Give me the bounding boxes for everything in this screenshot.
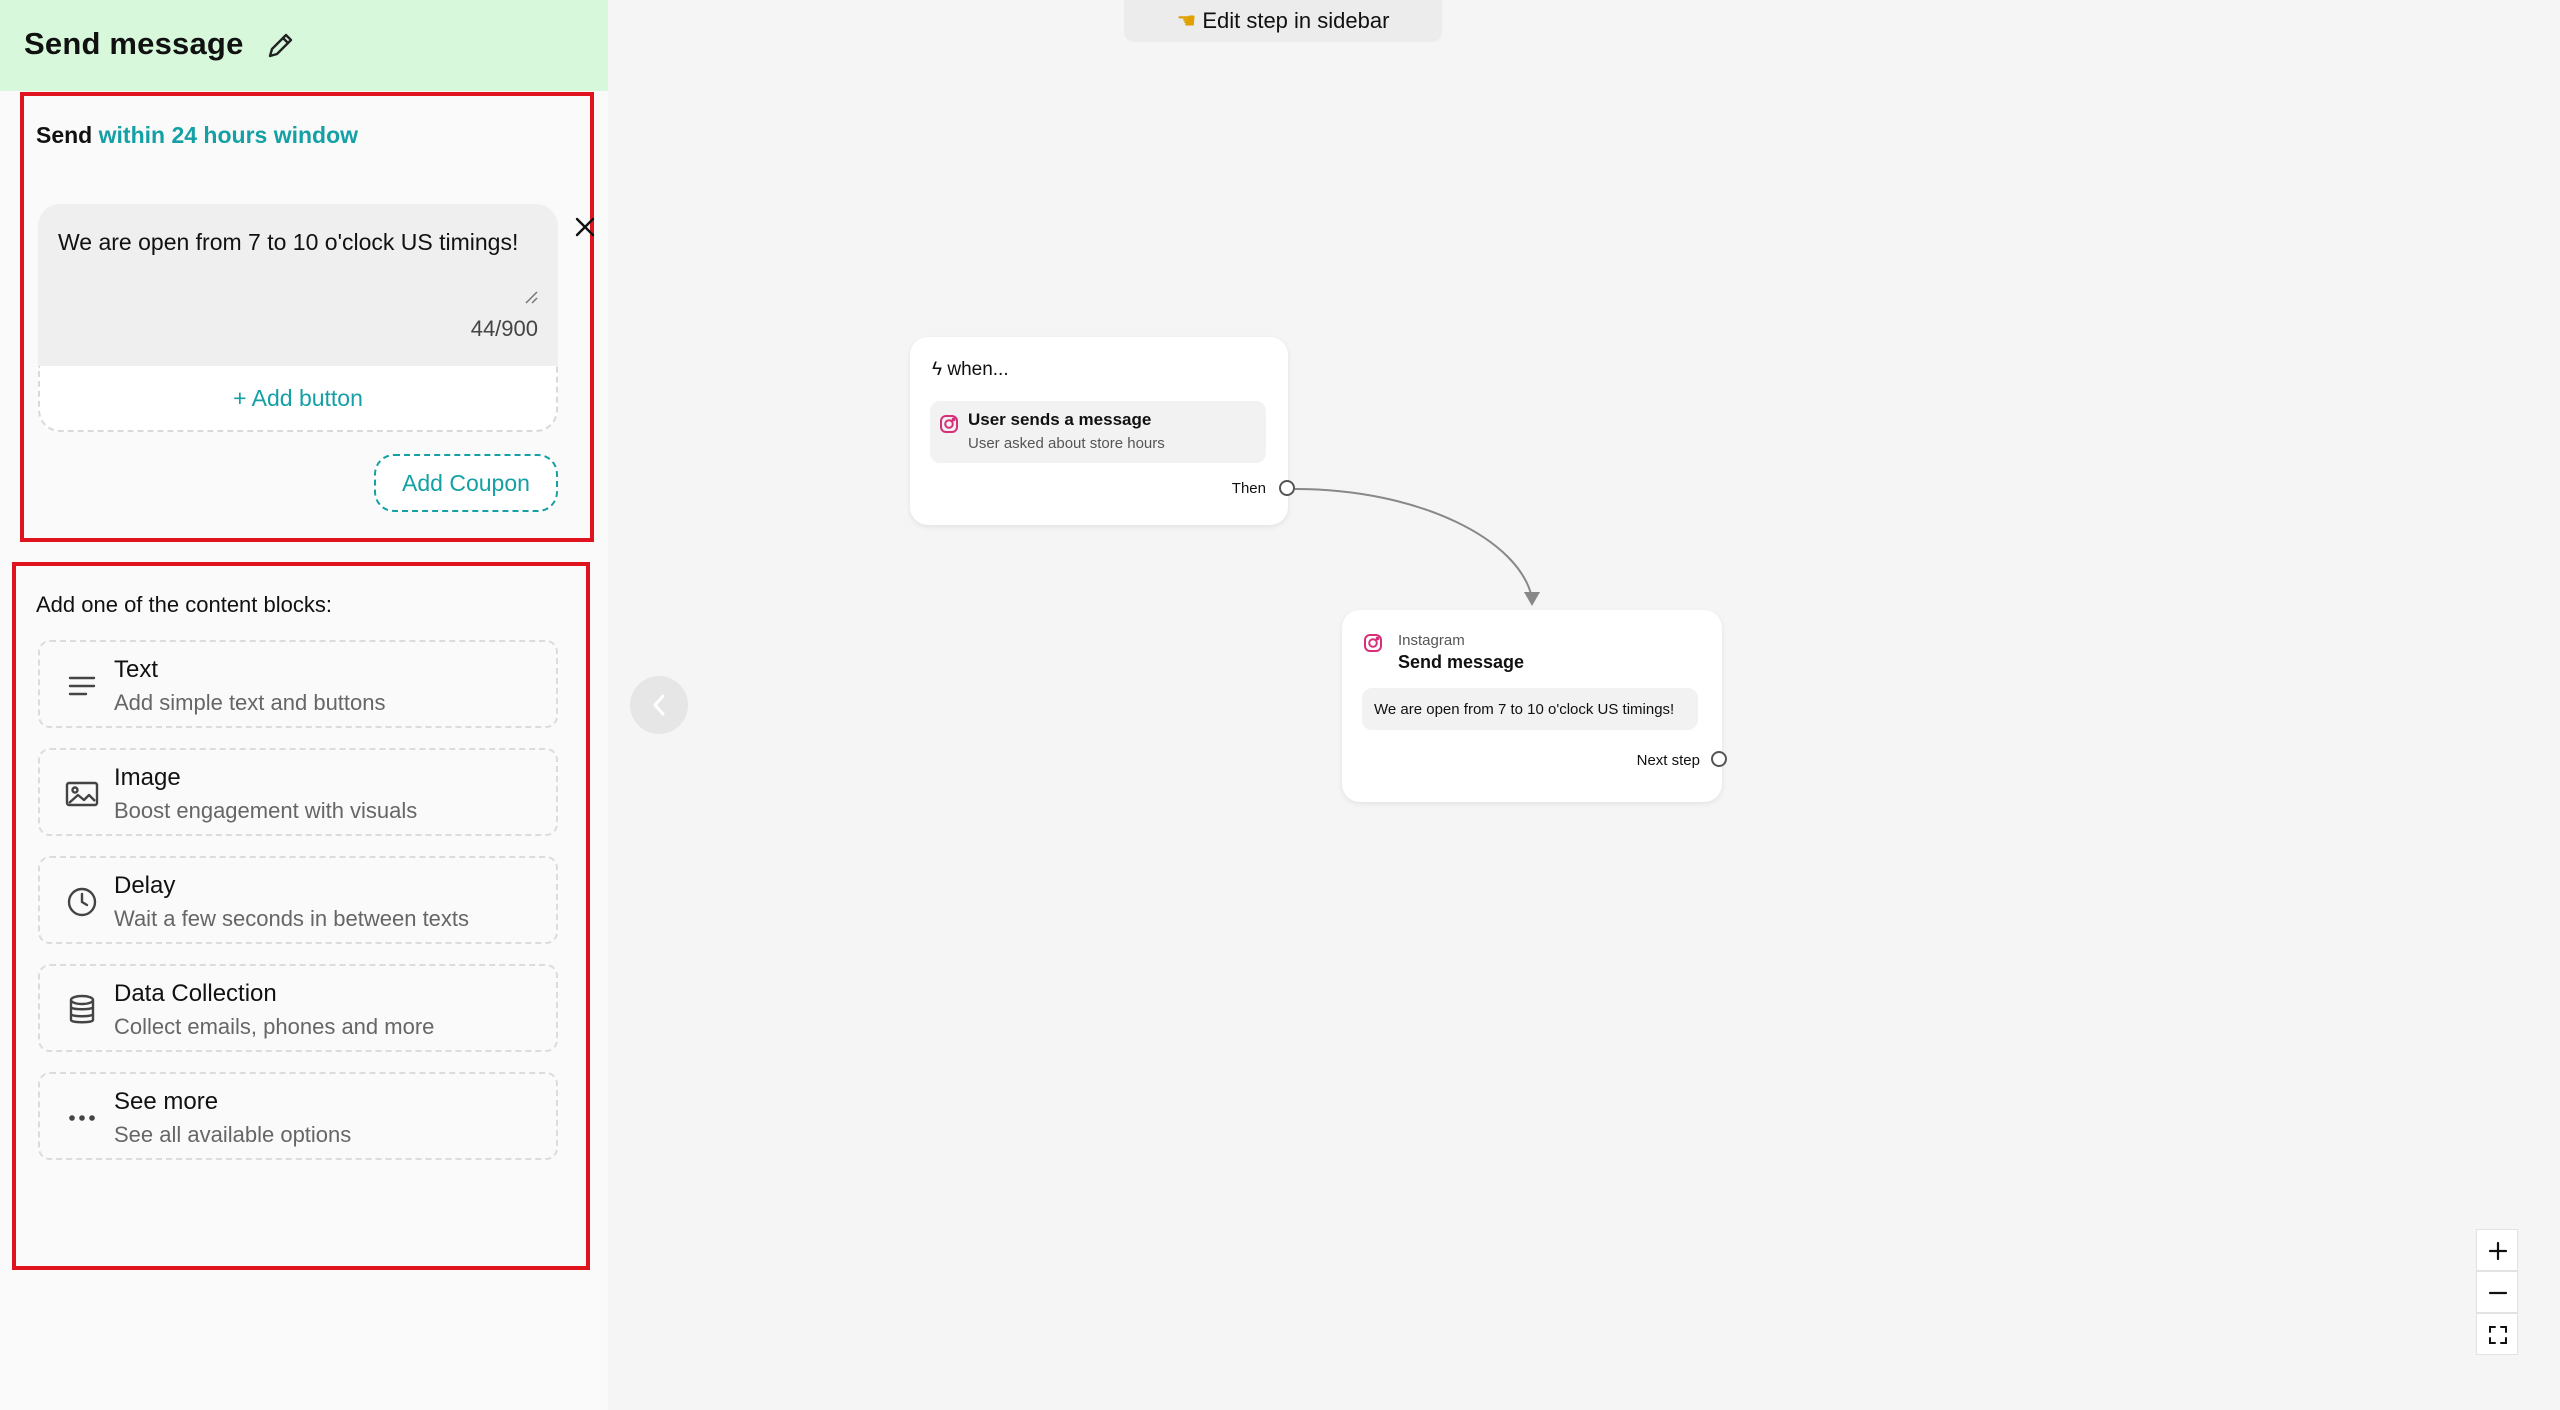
block-title: Text [114,656,159,683]
chevron-left-icon [653,694,665,716]
ellipsis-icon [64,1100,100,1136]
trigger-subtitle: User asked about store hours [968,435,1165,452]
block-subtitle: Boost engagement with visuals [114,798,418,823]
minus-icon [2488,1291,2508,1295]
block-see-more[interactable]: See more See all available options [38,1072,558,1160]
block-title: Data Collection [114,980,277,1007]
then-port[interactable] [1279,480,1295,496]
highlight-box-message [20,92,594,542]
char-count: 44/900 [470,316,538,341]
send-window-link[interactable]: within 24 hours window [98,122,359,148]
block-subtitle: Wait a few seconds in between texts [114,906,470,931]
trigger-node[interactable]: ϟ when... User sends a message User aske… [910,337,1288,525]
fit-view-icon [2489,1326,2507,1344]
highlight-box-blocks [12,562,590,1270]
sidebar: Send message Send within 24 hours window… [0,0,608,1410]
node-platform: Instagram [1398,632,1465,649]
then-label: Then [1231,480,1266,497]
add-coupon-button[interactable]: Add Coupon [374,454,558,512]
block-text[interactable]: Text Add simple text and buttons [38,640,558,728]
message-textarea[interactable]: We are open from 7 to 10 o'clock US timi… [38,204,558,366]
trigger-header: ϟ when... [932,359,1009,381]
send-label: Send [36,122,93,148]
next-step-port[interactable] [1711,751,1727,767]
blocks-title: Add one of the content blocks: [36,592,332,617]
clock-icon [64,884,100,920]
next-step-label: Next step [1636,752,1700,769]
send-window-row: Send within 24 hours window [36,122,358,149]
text-lines-icon [64,668,100,704]
node-message-bubble: We are open from 7 to 10 o'clock US timi… [1362,688,1698,730]
edit-step-hint: ☚ Edit step in sidebar [1124,0,1442,42]
node-title: Send message [1398,652,1525,672]
lightning-icon: ϟ [932,359,943,380]
database-icon [64,992,100,1028]
fit-view-button[interactable] [2476,1313,2518,1355]
block-title: Delay [114,872,176,899]
collapse-sidebar-button[interactable] [630,676,688,734]
trigger-header-text: when... [947,359,1009,380]
pointing-hand-icon: ☚ [1176,8,1197,33]
plus-icon [2488,1241,2508,1261]
block-subtitle: See all available options [114,1122,352,1147]
instagram-icon [938,413,960,435]
sidebar-header: Send message [0,0,608,91]
trigger-title: User sends a message [968,410,1152,429]
message-text[interactable]: We are open from 7 to 10 o'clock US timi… [58,229,519,255]
pencil-icon[interactable] [264,28,298,62]
image-icon [64,776,100,812]
block-subtitle: Collect emails, phones and more [114,1014,435,1039]
block-subtitle: Add simple text and buttons [114,690,386,715]
zoom-out-button[interactable] [2476,1271,2518,1313]
block-image[interactable]: Image Boost engagement with visuals [38,748,558,836]
add-button-button[interactable]: + Add button [38,366,558,432]
send-message-node[interactable]: Instagram Send message We are open from … [1342,610,1722,802]
message-card: We are open from 7 to 10 o'clock US timi… [38,204,558,432]
trigger-condition[interactable]: User sends a message User asked about st… [930,401,1266,463]
sidebar-title: Send message [24,26,244,61]
instagram-icon [1362,632,1384,654]
block-data-collection[interactable]: Data Collection Collect emails, phones a… [38,964,558,1052]
resize-handle-icon[interactable] [524,290,538,304]
block-title: Image [114,764,181,791]
zoom-in-button[interactable] [2476,1229,2518,1271]
block-title: See more [114,1088,219,1115]
close-icon[interactable] [572,214,598,240]
edit-step-hint-text: Edit step in sidebar [1202,8,1390,33]
block-delay[interactable]: Delay Wait a few seconds in between text… [38,856,558,944]
